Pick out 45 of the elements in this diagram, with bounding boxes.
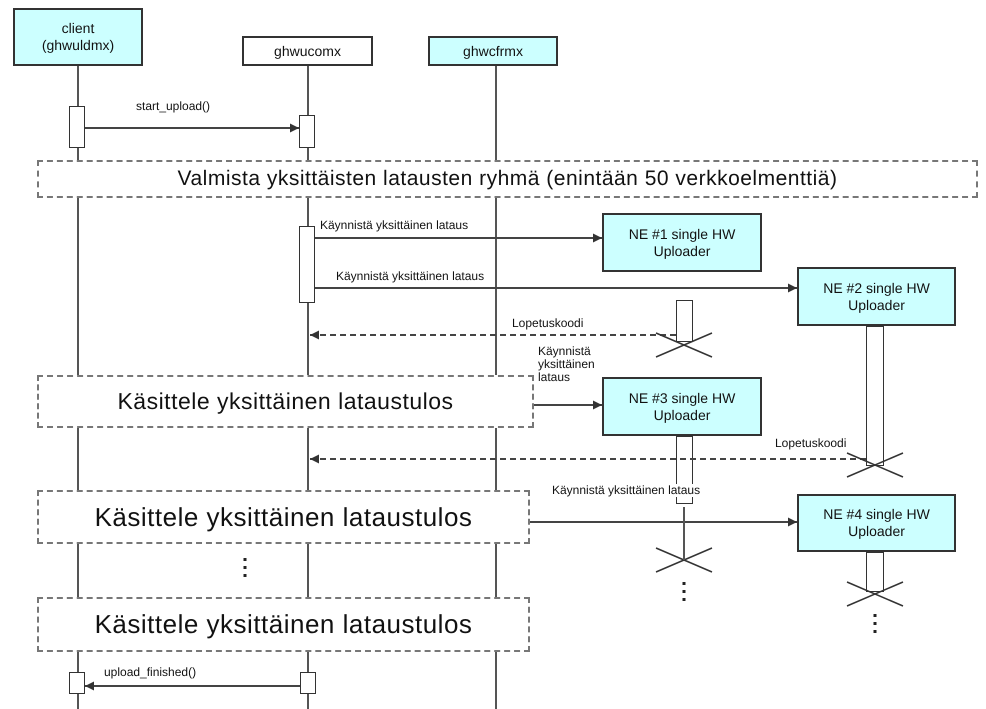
- activation-bar: [299, 115, 315, 148]
- activation-bar: [866, 552, 884, 592]
- participant-name: NE #3 single HW Uploader: [628, 390, 736, 424]
- participant-box: [797, 267, 956, 326]
- message-arrow: [315, 284, 797, 292]
- dashed-step-box: [37, 490, 530, 544]
- step-title: Käsittele yksittäinen lataustulos: [117, 388, 454, 415]
- message-arrow: [85, 124, 299, 132]
- message-arrow: [530, 518, 797, 526]
- activation-bar: [300, 672, 316, 694]
- activation-bar: [299, 226, 315, 303]
- step-title: Valmista yksittäisten latausten ryhmä (enintään 50 verkkoelmenttiä): [178, 167, 838, 191]
- message-arrow: [534, 400, 602, 410]
- edge-label: Lopetuskoodi: [512, 317, 584, 330]
- activation-bar: [69, 672, 85, 694]
- edge-label: Lopetuskoodi: [775, 437, 846, 450]
- dashed-step-box: [37, 597, 530, 652]
- activation-bar: [866, 326, 884, 466]
- participant-name: NE #4 single HW Uploader: [822, 506, 931, 540]
- participant-box: [602, 377, 762, 436]
- return-arrow: [310, 454, 866, 464]
- step-title: Käsittele yksittäinen lataustulos: [94, 609, 472, 640]
- participant-box: [602, 213, 762, 272]
- participant-name: ghwcfrmx: [463, 42, 523, 60]
- activation-bar: [69, 106, 85, 148]
- participant-name: client (ghwuldmx): [40, 20, 116, 54]
- activation-bar: [676, 300, 693, 342]
- participant-name: NE #2 single HW Uploader: [822, 280, 931, 314]
- dashed-step-box: [37, 375, 534, 428]
- step-title: Käsittele yksittäinen lataustulos: [94, 502, 472, 532]
- message-arrow: [315, 234, 602, 242]
- return-arrow: [310, 330, 676, 340]
- participant-name: ghwucomx: [274, 42, 341, 60]
- participant-name: NE #1 single HW Uploader: [628, 226, 736, 260]
- participant-box: [797, 494, 956, 552]
- edge-label: Käynnistä yksittäinen lataus: [552, 484, 700, 497]
- participant-box: [13, 8, 143, 66]
- edge-label: upload_finished(): [104, 666, 196, 679]
- message-arrow: [85, 682, 300, 690]
- edge-label: Käynnistä yksittäinen lataus: [320, 219, 468, 232]
- dashed-step-box: [37, 160, 978, 198]
- participant-box: [428, 36, 558, 66]
- participant-box: [242, 36, 373, 66]
- edge-label: Käynnistä yksittäinen lataus: [336, 270, 484, 283]
- edge-label: start_upload(): [136, 100, 210, 113]
